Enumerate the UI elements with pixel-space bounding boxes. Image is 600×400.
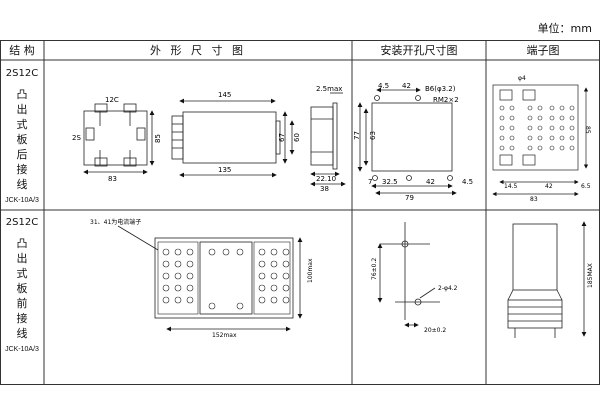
row1-model: JCK-10A/3	[5, 197, 39, 204]
row2-code: 2S12C	[5, 217, 39, 228]
r1-front-view	[83, 103, 155, 175]
r1-term-h: 85	[584, 126, 591, 134]
row2-desc-5: 接	[16, 312, 28, 325]
r1-end-b1: 22.10	[316, 175, 336, 183]
r1-mount-b1: 7	[368, 178, 372, 186]
r2-mount-w: 20±0.2	[424, 327, 446, 334]
row1-desc-6: 线	[16, 178, 28, 191]
r1-mount-drawing	[357, 87, 457, 196]
r1-mount-h1: 77	[353, 131, 361, 140]
r1-term-w1: 14.5	[504, 183, 518, 190]
r2-mount-drawing	[377, 222, 440, 328]
r2-mount-h: 76±0.2	[371, 258, 378, 280]
r1-end-top: 2.5max	[316, 85, 342, 93]
r1-mount-b: 42	[402, 82, 411, 90]
r1-mount-b4: 4.5	[462, 178, 473, 186]
row1-desc-1: 出	[16, 103, 28, 116]
unit-label: 单位：mm	[537, 22, 592, 35]
row1-desc-0: 凸	[16, 88, 28, 101]
r2-width: 152max	[212, 332, 237, 339]
r1-mount-b2: 32.5	[382, 178, 398, 186]
r2-front-outline	[117, 225, 303, 332]
r1-mount-hole: B6(φ3.2)	[425, 85, 456, 93]
r2-height: 100max	[307, 258, 314, 283]
row1-desc-2: 式	[16, 118, 28, 131]
r1-terminal-holes	[499, 105, 575, 151]
r1-end-view	[310, 92, 346, 187]
r1-front-w: 83	[108, 175, 117, 183]
r1-side-h60: 60	[293, 133, 301, 142]
row2-model: JCK-10A/3	[5, 346, 39, 353]
row2-label: 2S12C 凸 出 式 板 前 接 线 JCK-10A/3	[0, 216, 44, 357]
r1-side-bottom: 135	[218, 166, 231, 174]
r2-mount-holes: 2-φ4.2	[438, 285, 458, 292]
r1-front-h: 85	[154, 134, 162, 143]
row2-desc-1: 出	[16, 252, 28, 265]
r1-mount-total: 79	[405, 194, 414, 202]
r1-mount-a: 4.5	[378, 82, 389, 90]
row2-desc-0: 凸	[16, 237, 28, 250]
r1-end-b2: 38	[320, 185, 329, 193]
row1-code: 2S12C	[5, 68, 39, 79]
header-structure: 结 构	[9, 44, 35, 57]
r1-term-w2: 42	[545, 183, 553, 190]
r2-term-height: 185MAX	[587, 263, 594, 288]
row1-label: 2S12C 凸 出 式 板 后 接 线 JCK-10A/3	[0, 67, 44, 208]
r2-callout: 31、41为电流端子	[90, 218, 141, 226]
r1-term-phi: φ4	[518, 75, 526, 82]
row1-desc-3: 板	[16, 133, 28, 146]
r1-terminal-diagram	[492, 84, 589, 197]
r1-side-h67: 67	[278, 133, 286, 142]
header-terminal: 端子图	[526, 44, 560, 57]
header-outline: 外 形 尺 寸 图	[150, 44, 246, 57]
r1-side-view	[171, 98, 295, 178]
row2-desc-4: 前	[16, 297, 28, 310]
r1-mount-b3: 42	[426, 178, 435, 186]
row2-desc-2: 式	[16, 267, 28, 280]
row2-desc-3: 板	[16, 282, 28, 295]
r1-side-top: 145	[218, 91, 231, 99]
r2-terminal-grid	[157, 241, 291, 315]
row1-desc-4: 后	[16, 148, 28, 161]
r1-mount-rm: RM2×2	[433, 96, 459, 104]
row2-desc-6: 线	[16, 327, 28, 340]
r2-terminal-drawing	[507, 221, 587, 338]
r1-front-left: 2S	[72, 134, 81, 142]
r1-mount-h2: 63	[369, 131, 377, 140]
r1-term-total: 83	[530, 196, 538, 203]
header-mounting: 安装开孔尺寸图	[380, 44, 458, 57]
r1-front-top: 12C	[105, 96, 119, 104]
row1-desc-5: 接	[16, 163, 28, 176]
r1-term-w3: 6.5	[581, 183, 591, 190]
